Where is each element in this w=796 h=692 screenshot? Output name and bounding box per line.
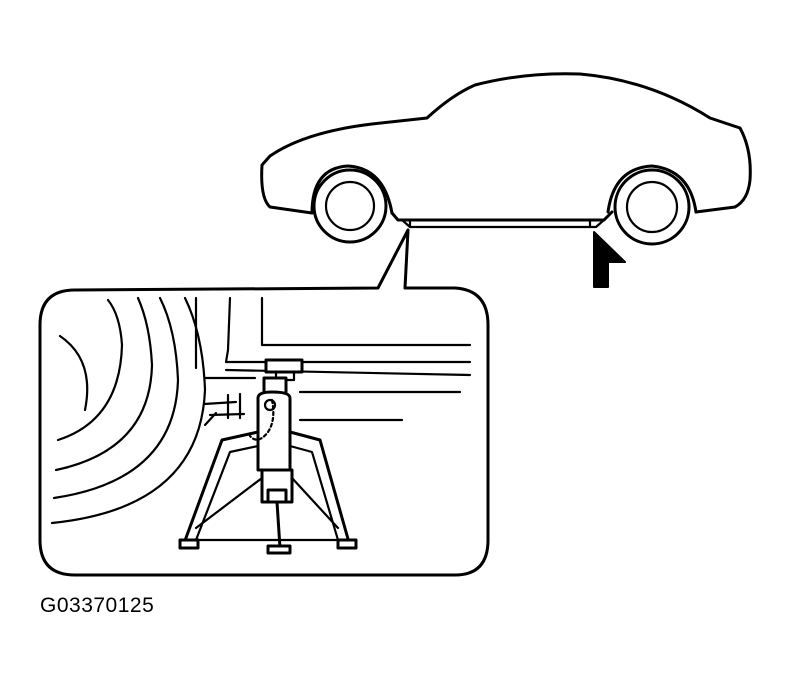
front-tire xyxy=(312,168,388,244)
vehicle-sill xyxy=(194,296,472,427)
stand-left-foot xyxy=(178,538,200,550)
stand-brace xyxy=(194,476,340,530)
stand-right-foot xyxy=(336,538,358,550)
lock-pin xyxy=(263,398,277,412)
stand-screw-rod xyxy=(275,500,282,550)
car-side-view xyxy=(260,72,752,246)
stand-base-collar xyxy=(266,488,288,504)
rocker-lower xyxy=(400,218,606,229)
rocker-panel xyxy=(390,210,614,222)
figure-code: G03370125 xyxy=(40,594,155,617)
jack-stand xyxy=(178,358,358,555)
stand-left-leg xyxy=(181,430,260,548)
rear-wheel-arch xyxy=(606,164,698,214)
detail-view xyxy=(50,296,472,555)
stand-column xyxy=(256,390,292,472)
car-body-outline xyxy=(260,72,752,215)
arrow-pointer-icon xyxy=(593,231,626,288)
tire-tread-arcs xyxy=(50,296,207,525)
front-wheel-arch xyxy=(310,164,394,215)
lock-pin-chain xyxy=(248,398,275,441)
front-hub xyxy=(324,180,376,232)
rear-tire xyxy=(613,168,691,246)
stand-saddle xyxy=(264,358,304,374)
rear-hub xyxy=(625,180,679,234)
stand-center-foot xyxy=(266,544,292,555)
stand-right-leg xyxy=(288,430,352,548)
